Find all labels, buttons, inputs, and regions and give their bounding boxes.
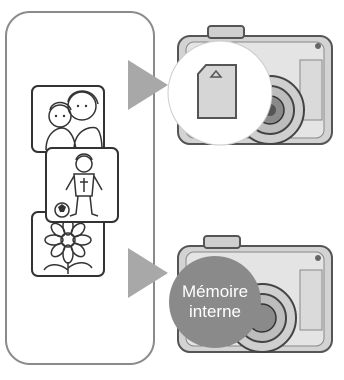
memory-card-icon [197, 64, 237, 119]
soccer-boy-photo-icon [45, 147, 119, 223]
internal-memory-label-line1: Mémoire [181, 282, 249, 301]
photo-panel [5, 11, 155, 365]
arrow-to-memory [128, 248, 168, 298]
children-photo-icon [31, 85, 105, 153]
internal-memory-circle [169, 256, 261, 348]
internal-memory-label-line2: interne [189, 302, 241, 321]
arrow-to-card [128, 60, 168, 110]
internal-memory-label: Mémoire interne [171, 282, 259, 322]
flower-photo-icon [31, 211, 105, 277]
